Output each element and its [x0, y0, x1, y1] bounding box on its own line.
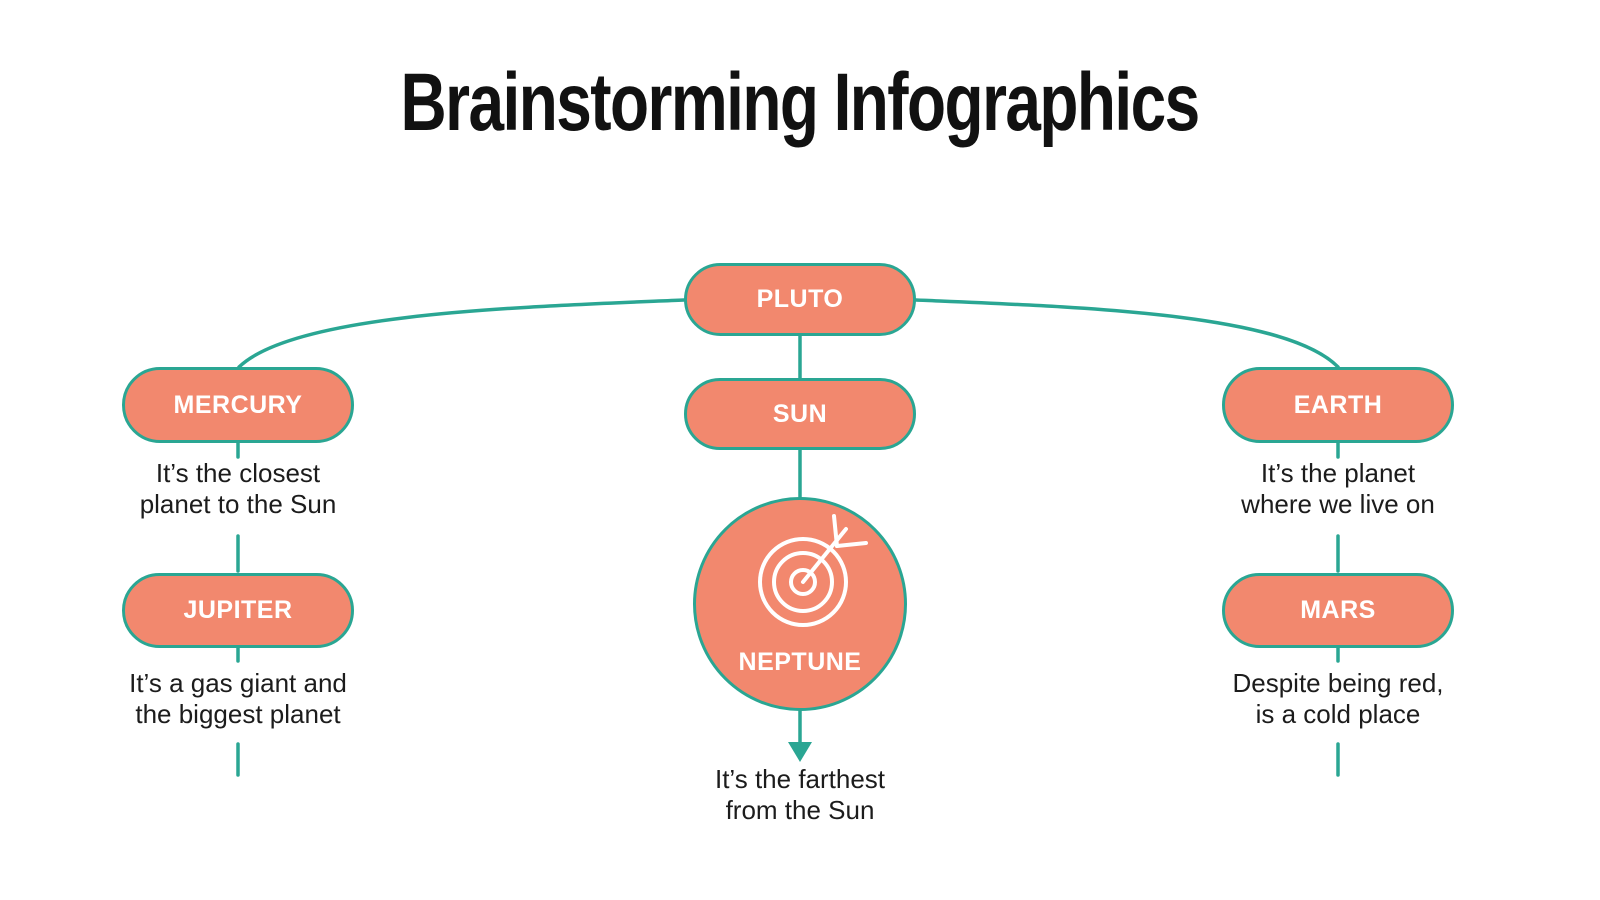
down-arrow-icon [788, 742, 812, 762]
connector-pluto-mercury [237, 298, 686, 369]
node-earth: EARTH [1222, 367, 1454, 443]
mars-description: Despite being red, is a cold place [1188, 668, 1488, 730]
earth-description: It’s the planet where we live on [1188, 458, 1488, 520]
jupiter-description: It’s a gas giant and the biggest planet [88, 668, 388, 730]
node-mercury-label: MERCURY [173, 390, 303, 419]
node-pluto-label: PLUTO [756, 285, 844, 313]
mercury-description-line2: planet to the Sun [139, 489, 337, 519]
earth-description-line1: It’s the planet [1260, 458, 1416, 488]
connector-pluto-earth [914, 298, 1340, 369]
earth-description-line2: where we live on [1241, 489, 1435, 519]
neptune-description-line1: It’s the farthest [714, 764, 886, 794]
node-mercury: MERCURY [122, 367, 354, 443]
node-mars: MARS [1222, 573, 1454, 648]
mars-description-line1: Despite being red, [1232, 668, 1444, 698]
node-mars-label: MARS [1300, 596, 1376, 624]
node-sun: SUN [684, 378, 916, 450]
mercury-description: It’s the closest planet to the Sun [88, 458, 388, 520]
node-neptune: NEPTUNE [693, 497, 907, 711]
neptune-description-line2: from the Sun [725, 795, 875, 825]
mars-description-line2: is a cold place [1255, 699, 1421, 729]
node-jupiter-label: JUPITER [183, 596, 293, 624]
node-jupiter: JUPITER [122, 573, 354, 648]
page-title-text: Brainstorming Infographics [400, 57, 1201, 148]
mercury-description-line1: It’s the closest [155, 458, 321, 488]
node-sun-label: SUN [772, 399, 828, 428]
neptune-description: It’s the farthest from the Sun [650, 764, 950, 826]
node-earth-label: EARTH [1293, 390, 1383, 419]
node-pluto: PLUTO [684, 263, 916, 336]
page-title: Brainstorming Infographics [0, 56, 1600, 150]
node-neptune-label: NEPTUNE [738, 648, 862, 676]
jupiter-description-line2: the biggest planet [135, 699, 341, 729]
target-icon [758, 514, 868, 627]
jupiter-description-line1: It’s a gas giant and [129, 668, 347, 698]
